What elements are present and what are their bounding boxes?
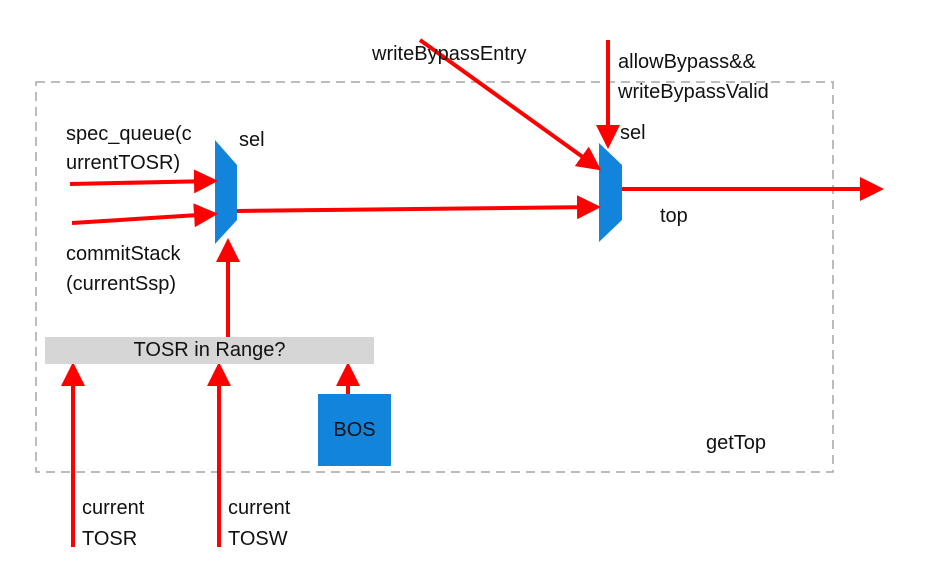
top-label: top xyxy=(660,205,688,227)
right-sel-label: sel xyxy=(620,122,646,144)
tosr-in-range-label: TOSR in Range? xyxy=(133,339,286,361)
tosr-in-range-box: TOSR in Range? xyxy=(45,337,374,364)
spec-queue-arrow xyxy=(69,169,218,194)
bos-box: BOS xyxy=(318,394,391,466)
spec-queue-label-line1: spec_queue(c xyxy=(66,123,192,145)
current-tosr-label-line2: TOSR xyxy=(82,528,138,550)
mux-link-arrow xyxy=(236,195,601,220)
commit-stack-label-line1: commitStack xyxy=(66,243,181,265)
gettop-boundary xyxy=(35,81,834,473)
allow-bypass-label-line1: allowBypass&& xyxy=(618,51,756,73)
current-tosw-label-line1: current xyxy=(228,497,291,519)
left-mux xyxy=(215,140,237,244)
gettop-label: getTop xyxy=(706,432,767,454)
right-mux xyxy=(599,143,622,242)
bos-label: BOS xyxy=(333,418,376,441)
commit-stack-label-line2: (currentSsp) xyxy=(66,273,177,295)
commit-stack-arrow xyxy=(71,203,218,228)
write-bypass-entry-arrow xyxy=(418,38,602,171)
current-tosr-label-line1: current xyxy=(82,497,145,519)
current-tosw-label-line2: TOSW xyxy=(228,528,288,550)
allow-bypass-label-line2: writeBypassValid xyxy=(618,81,769,103)
left-sel-label: sel xyxy=(239,129,265,151)
spec-queue-label-line2: urrentTOSR) xyxy=(66,152,181,174)
write-bypass-entry-label: writeBypassEntry xyxy=(372,43,527,65)
